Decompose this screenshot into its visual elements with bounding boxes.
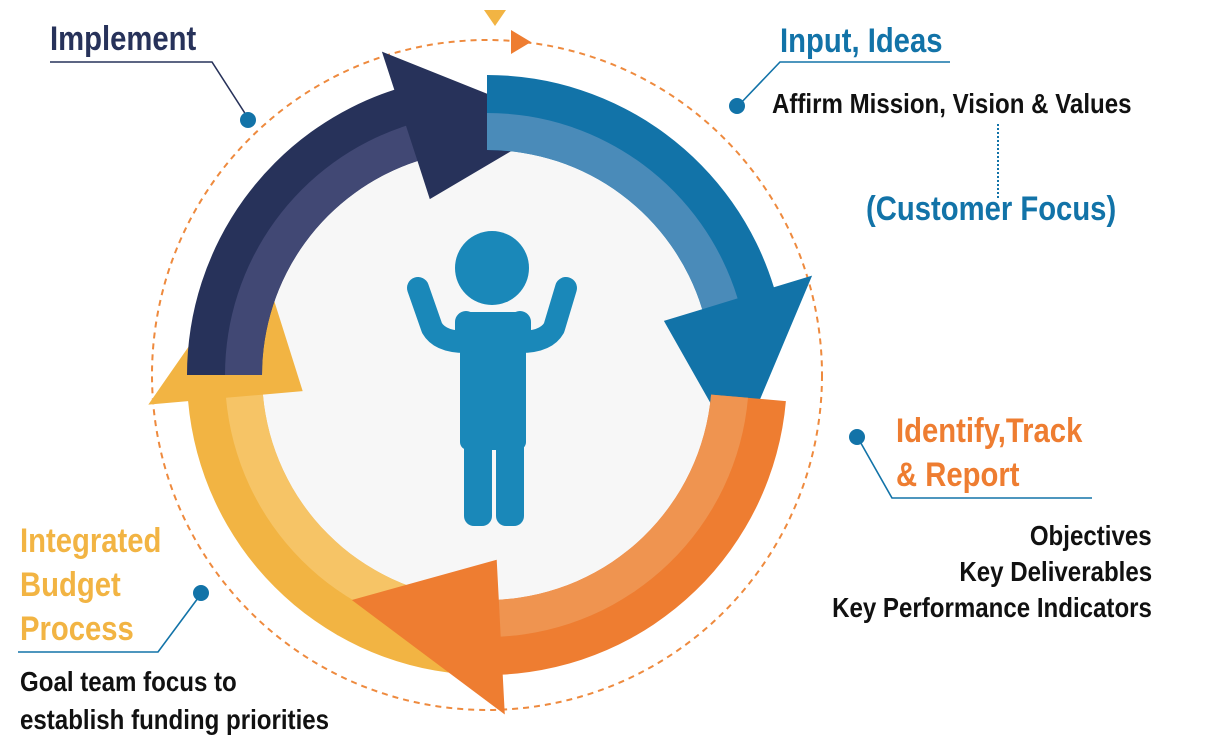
arrow-navy [187, 51, 560, 375]
identify-item: Objectives [1030, 520, 1152, 551]
connector-identify [849, 429, 1092, 499]
person-arms-raised-icon [407, 231, 577, 526]
triangle-right-icon [511, 30, 531, 54]
identify-title-line2: & Report [896, 456, 1020, 494]
arrow-blue-inner-band [487, 112, 738, 310]
budget-title-line1: Integrated [20, 522, 162, 560]
input-line2: (Customer Focus) [866, 190, 1117, 228]
input-title: Input, Ideas [780, 22, 943, 60]
identify-item: Key Performance Indicators [832, 592, 1152, 623]
bullet-dot-icon [193, 585, 209, 601]
connector-implement [50, 61, 256, 128]
dashed-guide-circle [151, 39, 823, 711]
bullet-dot-icon [849, 429, 865, 445]
identify-title-line1: Identify,Track [896, 412, 1083, 450]
arrow-blue [487, 75, 813, 452]
cycle-arrows [148, 51, 813, 715]
bullet-dot-icon [729, 98, 745, 114]
triangle-down-icon [484, 10, 506, 26]
budget-desc-line1: Goal team focus to [20, 666, 237, 697]
budget-desc-line2: establish funding priorities [20, 704, 330, 735]
implement-title: Implement [50, 20, 197, 58]
connector-input [729, 61, 999, 198]
arrow-orange [351, 394, 786, 715]
identify-item: Key Deliverables [959, 556, 1152, 587]
input-line1: Affirm Mission, Vision & Values [772, 88, 1132, 119]
connector-budget [18, 585, 209, 653]
budget-title-line2: Budget [20, 566, 121, 604]
bullet-dot-icon [240, 112, 256, 128]
budget-title-line3: Process [20, 610, 134, 648]
arrow-orange-inner-band [498, 394, 748, 637]
arrow-navy-inner-band [225, 125, 418, 375]
